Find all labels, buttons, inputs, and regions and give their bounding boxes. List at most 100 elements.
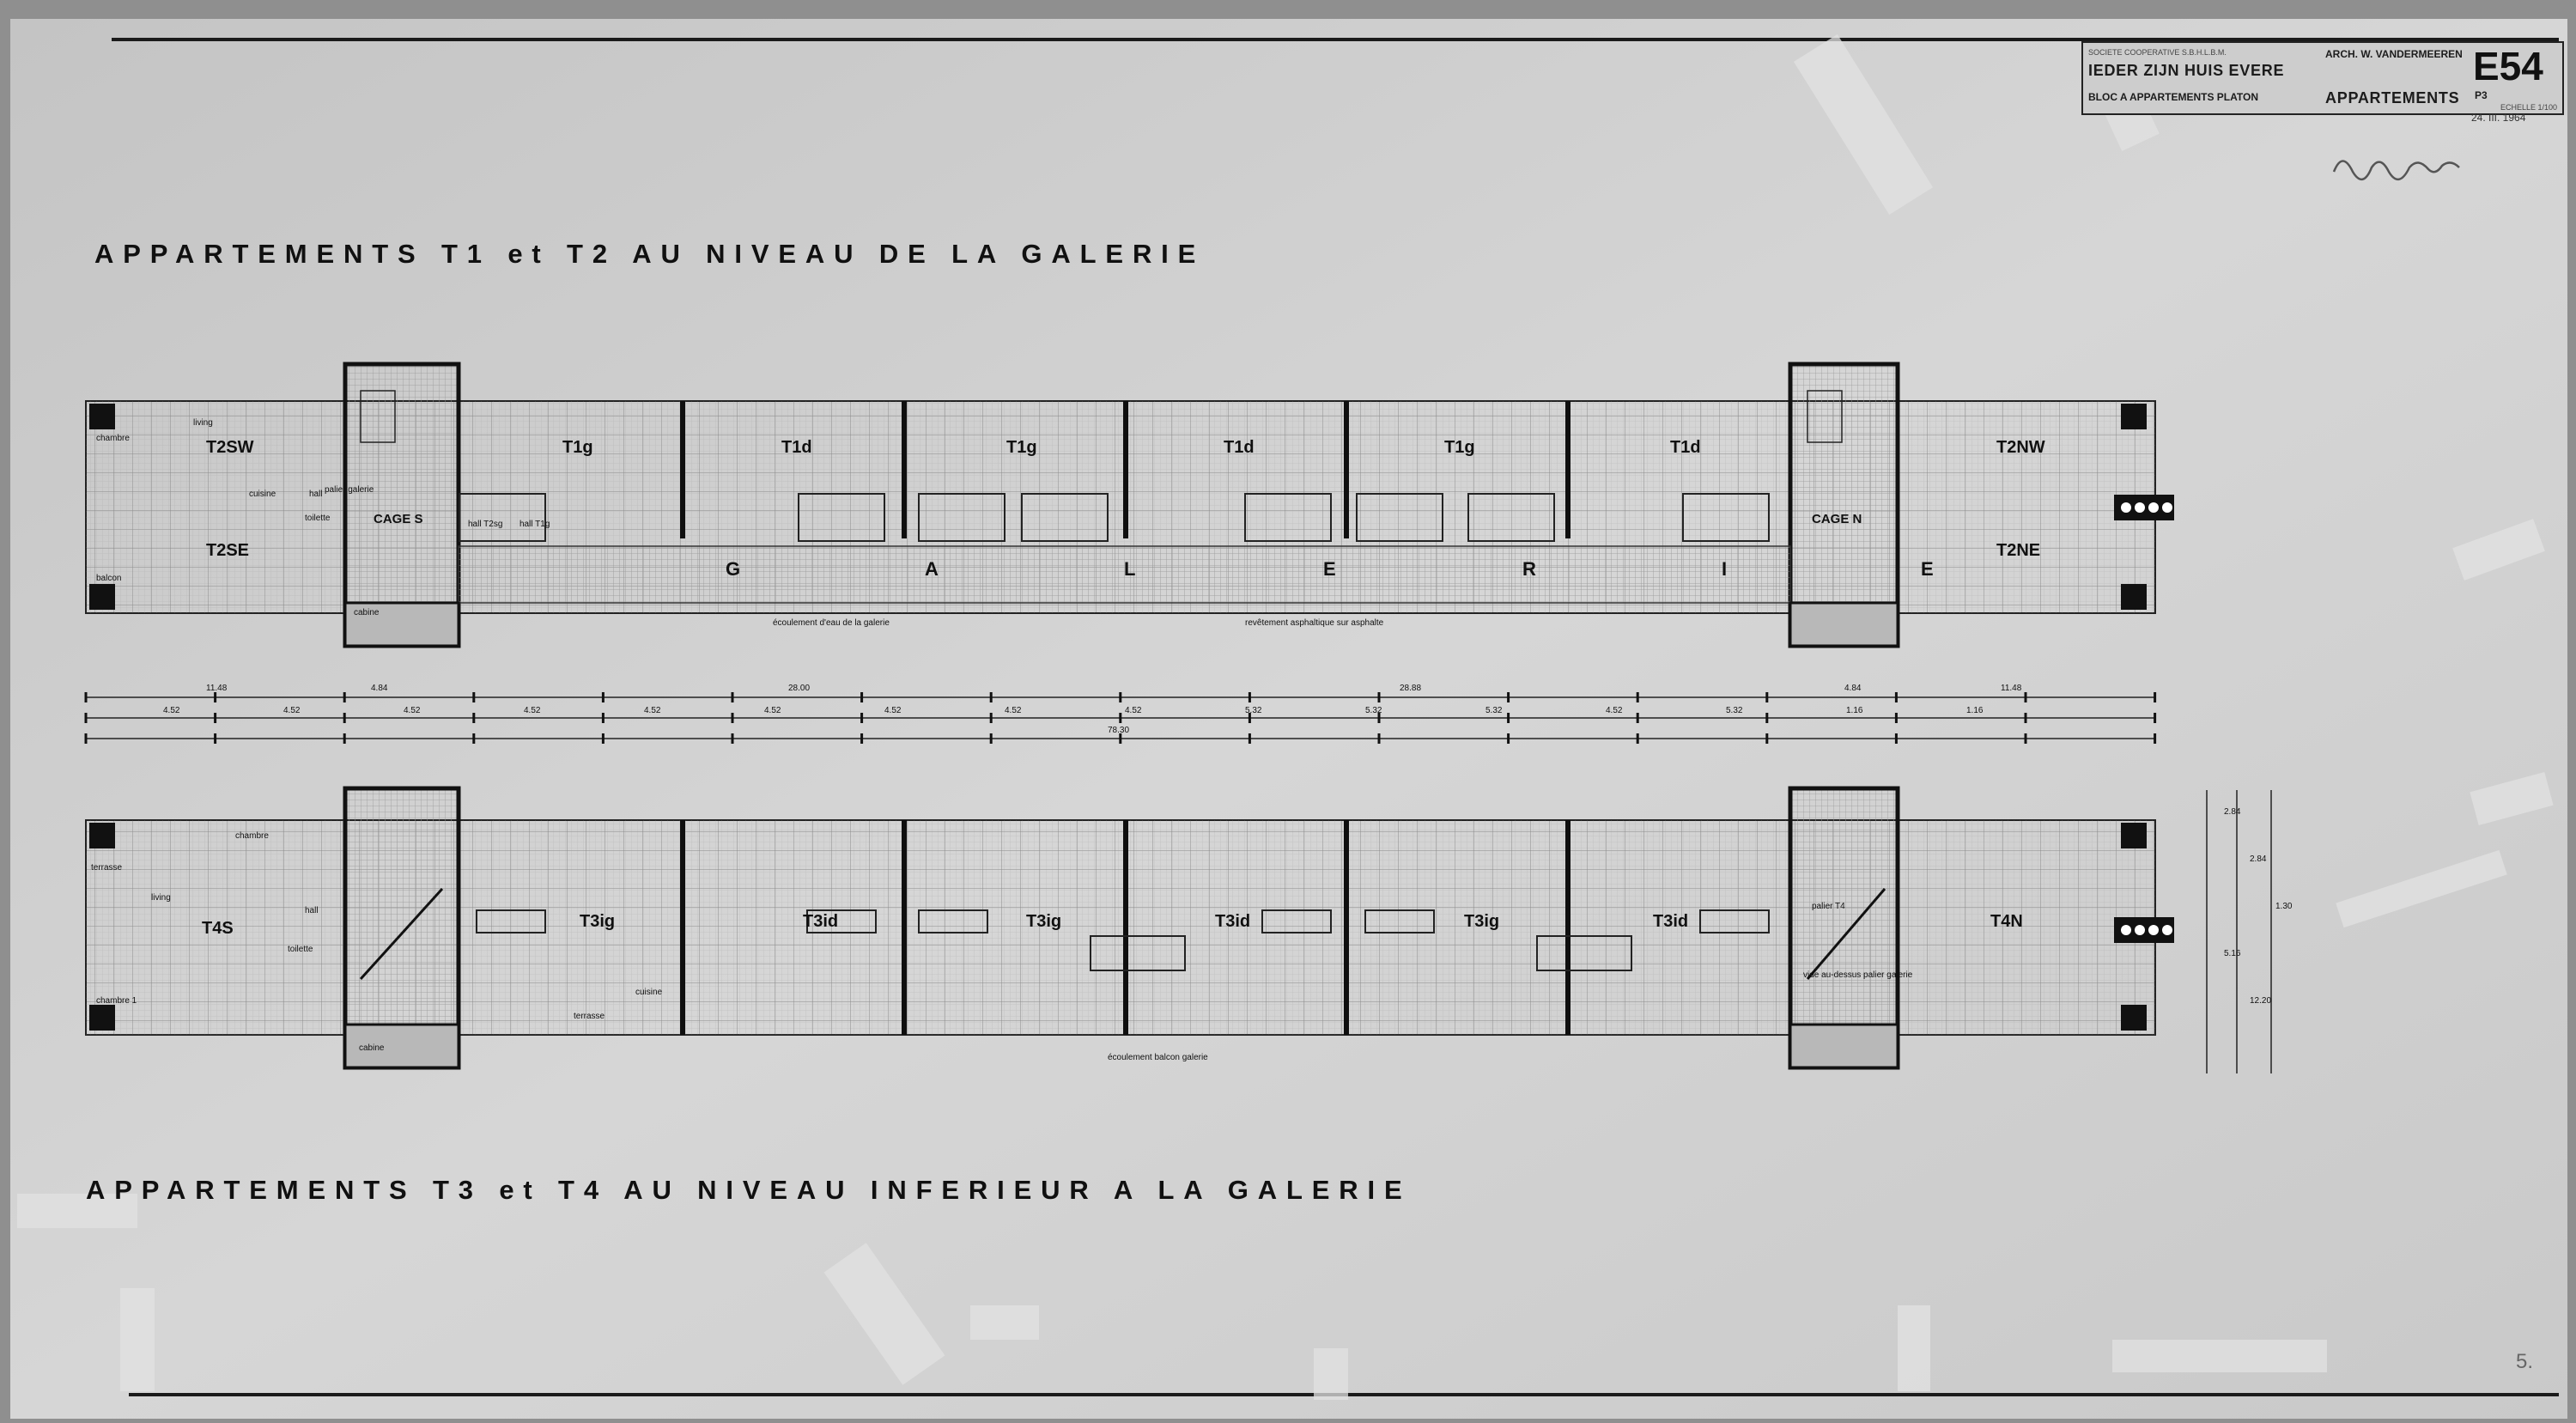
lower-room-label-3: chambre 1 <box>96 996 137 1006</box>
dimension-tick <box>989 713 993 723</box>
dimension-tick <box>1765 692 1769 702</box>
dimension-tick <box>1765 713 1769 723</box>
room-label-4: cuisine <box>249 490 276 499</box>
dimension-tick <box>989 692 993 702</box>
unit-label-8: T2NW <box>1996 438 2045 457</box>
dimension-tick <box>1894 692 1898 702</box>
dimension-tick <box>1636 692 1639 702</box>
dimension-ticks <box>84 692 2157 744</box>
dimension-tick <box>1765 733 1769 744</box>
dim-mid-4: 4.52 <box>644 706 661 715</box>
gallery-letter-6: E <box>1921 558 1934 580</box>
dim-mid-12: 4.52 <box>1606 706 1623 715</box>
unit-label-2: T1g <box>562 438 593 457</box>
dim-top-4: 4.84 <box>1844 684 1862 693</box>
unit-label-5: T1d <box>1224 438 1255 457</box>
dim-mid-1: 4.52 <box>283 706 301 715</box>
dimension-tick <box>1636 713 1639 723</box>
lower-unit-label-1: T3ig <box>580 912 616 931</box>
dim-mid-8: 4.52 <box>1125 706 1142 715</box>
unit-label-1: T2SE <box>206 541 250 560</box>
dimension-tick <box>731 733 734 744</box>
dimension-tick <box>214 713 217 723</box>
dim-mid-7: 4.52 <box>1005 706 1022 715</box>
room-label-8: hall T1g <box>519 520 550 529</box>
dimension-tick <box>601 692 605 702</box>
gallery-letter-5: I <box>1722 558 1728 580</box>
dimension-tick <box>1119 713 1122 723</box>
dimension-tick <box>1119 733 1122 744</box>
lower-room-label-0: terrasse <box>91 863 123 873</box>
gallery-letter-3: E <box>1323 558 1336 580</box>
note-drain: écoulement d'eau de la galerie <box>773 618 890 628</box>
dimension-tick <box>1248 733 1251 744</box>
dimension-tick <box>860 713 864 723</box>
dim-top-3: 28.88 <box>1400 684 1422 693</box>
sheet-date: 24. III. 1964 <box>2471 112 2526 124</box>
note-balcony-drain: écoulement balcon galerie <box>1108 1053 1208 1062</box>
dimension-tick <box>1248 713 1251 723</box>
lower-room-label-1: living <box>151 893 171 903</box>
lower-unit-label-7: T4N <box>1990 912 2023 931</box>
lower-unit-label-0: T4S <box>202 919 234 938</box>
dimension-tick <box>1119 692 1122 702</box>
dimension-tick <box>2154 713 2157 723</box>
dim-mid-6: 4.52 <box>884 706 902 715</box>
lower-room-label-6: palier T4 <box>1812 902 1845 911</box>
lower-room-label-4: hall <box>305 906 319 915</box>
dimension-tick <box>214 692 217 702</box>
dim-mid-0: 4.52 <box>163 706 180 715</box>
dimension-tick <box>472 692 476 702</box>
gallery-letter-0: G <box>726 558 741 580</box>
dim-vert-3: 5.16 <box>2224 949 2241 958</box>
lower-room-label-9: cuisine <box>635 988 663 997</box>
dimension-tick <box>1507 713 1510 723</box>
cage-s-label: CAGE S <box>374 512 423 526</box>
drawing-frame-top <box>112 38 2559 41</box>
unit-label-6: T1g <box>1444 438 1475 457</box>
unit-label-7: T1d <box>1670 438 1701 457</box>
room-label-6: balcon <box>96 574 122 583</box>
architect-label: ARCH. W. VANDERMEEREN <box>2325 48 2463 60</box>
upper-floor-plan <box>85 362 2174 648</box>
dim-mid-10: 5.32 <box>1365 706 1382 715</box>
dimension-tick <box>860 692 864 702</box>
scale-label: ECHELLE 1/100 <box>2500 103 2558 112</box>
lower-unit-label-5: T3ig <box>1464 912 1500 931</box>
society-label: SOCIETE COOPERATIVE S.B.H.L.B.M. <box>2088 48 2227 57</box>
unit-label-9: T2NE <box>1996 541 2041 560</box>
dimension-tick <box>2024 713 2027 723</box>
dimension-tick <box>2024 733 2027 744</box>
dimension-tick <box>731 692 734 702</box>
lower-room-label-10: terrasse <box>574 1012 605 1021</box>
dimension-tick <box>860 733 864 744</box>
dimension-tick <box>343 692 346 702</box>
dim-top-2: 28.00 <box>788 684 811 693</box>
dimension-tick <box>343 713 346 723</box>
room-label-3: toilette <box>305 514 331 523</box>
dim-top-0: 11.48 <box>206 684 228 693</box>
dim-mid-14: 1.16 <box>1846 706 1863 715</box>
sub-number-label: P3 <box>2475 89 2488 101</box>
room-label-7: hall T2sg <box>468 520 503 529</box>
unit-label-3: T1d <box>781 438 812 457</box>
gallery-letter-2: L <box>1124 558 1136 580</box>
project-label: IEDER ZIJN HUIS EVERE <box>2088 62 2285 79</box>
sheet-number: E54 <box>2473 44 2543 88</box>
dimension-tick <box>601 733 605 744</box>
dim-total: 78.30 <box>1108 726 1130 735</box>
tape-strips <box>17 34 2554 1400</box>
room-label-9: cabine <box>354 608 380 617</box>
dim-mid-15: 1.16 <box>1966 706 1984 715</box>
building-label: BLOC A APPARTEMENTS PLATON <box>2088 91 2258 103</box>
dimension-tick <box>1507 692 1510 702</box>
title-block: SOCIETE COOPERATIVE S.B.H.L.B.M. IEDER Z… <box>2081 41 2564 115</box>
page-number: 5. <box>2516 1350 2534 1373</box>
dimension-tick <box>214 733 217 744</box>
cage-n-block <box>1788 362 1900 648</box>
dimension-tick <box>84 692 88 702</box>
dimension-tick <box>472 733 476 744</box>
dimension-tick <box>472 713 476 723</box>
lower-unit-label-2: T3id <box>803 912 839 931</box>
dim-mid-3: 4.52 <box>524 706 541 715</box>
